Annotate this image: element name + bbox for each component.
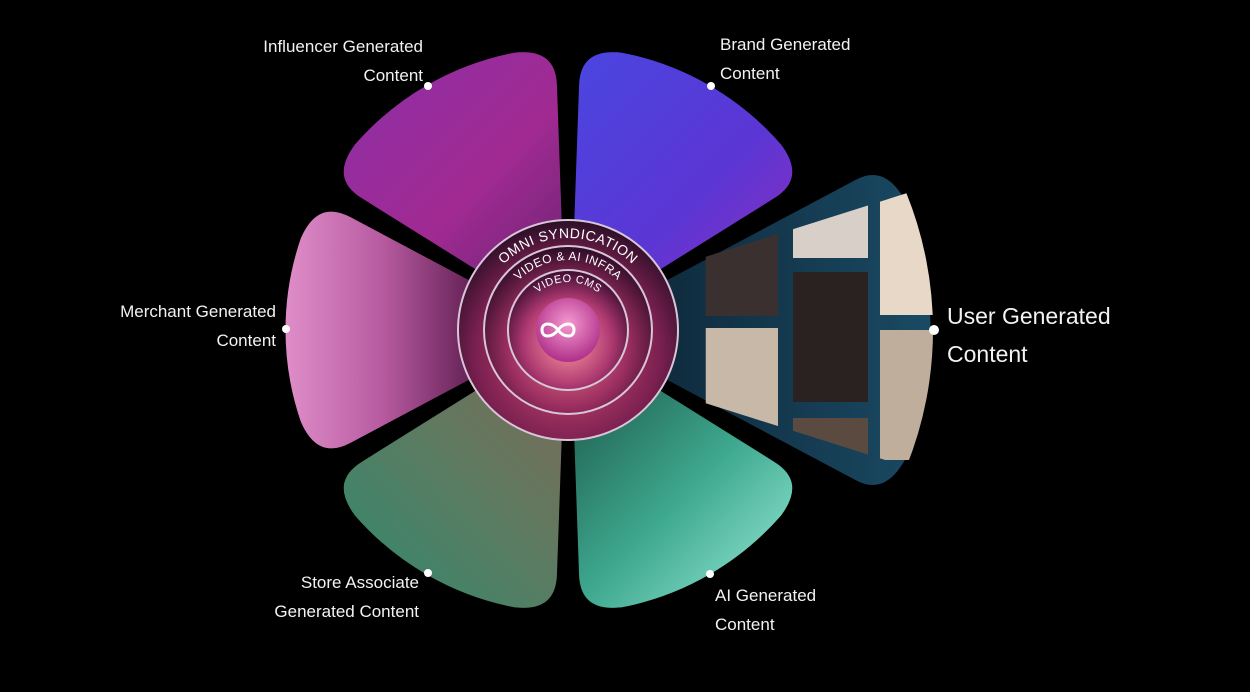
- pointer-dot-influencer: [424, 82, 432, 90]
- center-hub: OMNI SYNDICATION VIDEO & AI INFRA VIDEO …: [457, 219, 679, 441]
- label-influencer: Influencer Generated Content: [263, 37, 423, 85]
- pointer-dot-store: [424, 569, 432, 577]
- label-ai: AI Generated Content: [715, 586, 817, 634]
- infinity-icon: [540, 322, 576, 338]
- ugc-photo-thumbnail: [793, 272, 868, 402]
- pointer-dot-merchant: [282, 325, 290, 333]
- logo-disc: [536, 298, 600, 362]
- label-brand: Brand Generated Content: [720, 35, 851, 83]
- label-ugc: User Generated Content: [947, 303, 1111, 367]
- label-store: Store Associate Generated Content: [274, 573, 419, 621]
- label-merchant: Merchant Generated Content: [120, 302, 276, 350]
- pointer-dot-ai: [706, 570, 714, 578]
- ugc-photo-thumbnail: [880, 193, 934, 315]
- pointer-dot-brand: [707, 82, 715, 90]
- ugc-photo-thumbnail: [880, 330, 934, 460]
- pointer-dot-ugc: [929, 325, 939, 335]
